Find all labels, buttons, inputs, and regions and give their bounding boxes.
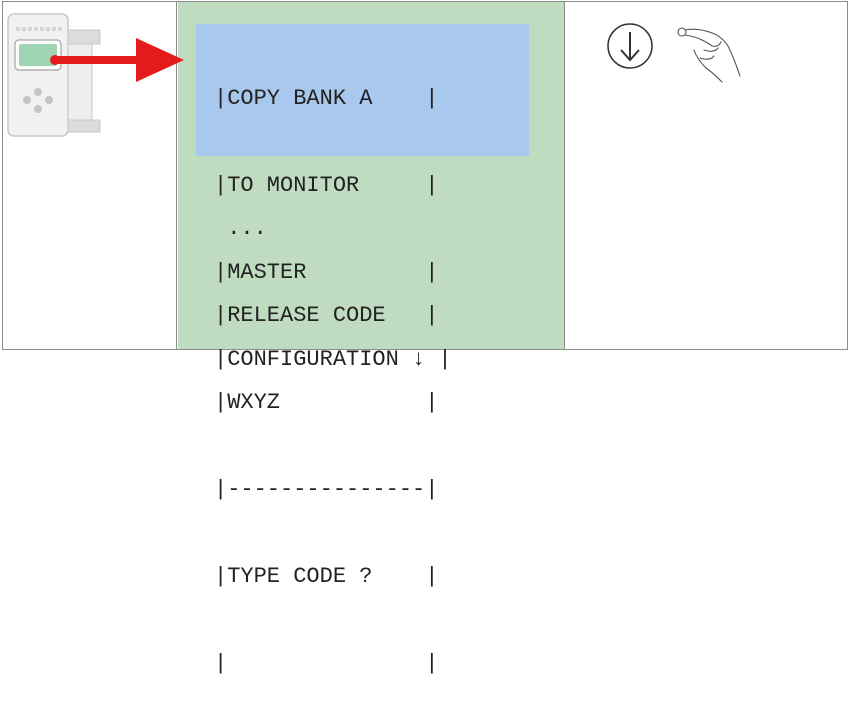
separator-line: |---------------| (214, 477, 439, 502)
highlighted-line-2: |TO MONITOR | (214, 173, 439, 198)
selected-menu-highlight (196, 24, 529, 156)
highlighted-line-1: |COPY BANK A | (214, 86, 439, 111)
blank-line: | | (214, 651, 439, 676)
right-divider (564, 2, 565, 349)
arrow-down-circle-icon (607, 23, 653, 69)
red-arrow-right-icon (50, 38, 184, 82)
lcd-screen-panel: |COPY BANK A | |TO MONITOR | |MASTER | |… (178, 2, 564, 676)
left-divider (176, 2, 177, 349)
ellipsis-line: ... (214, 216, 267, 241)
code-value-line: |WXYZ | (214, 390, 439, 415)
highlighted-line-3: |MASTER | (214, 260, 439, 285)
lcd-lower-text: ... |RELEASE CODE | |WXYZ | |-----------… (214, 156, 438, 710)
pointing-hand-icon (677, 27, 741, 83)
type-code-line: |TYPE CODE ? | (214, 564, 439, 589)
release-code-line: |RELEASE CODE | (214, 303, 439, 328)
safety-relay-module-icon (7, 13, 101, 137)
